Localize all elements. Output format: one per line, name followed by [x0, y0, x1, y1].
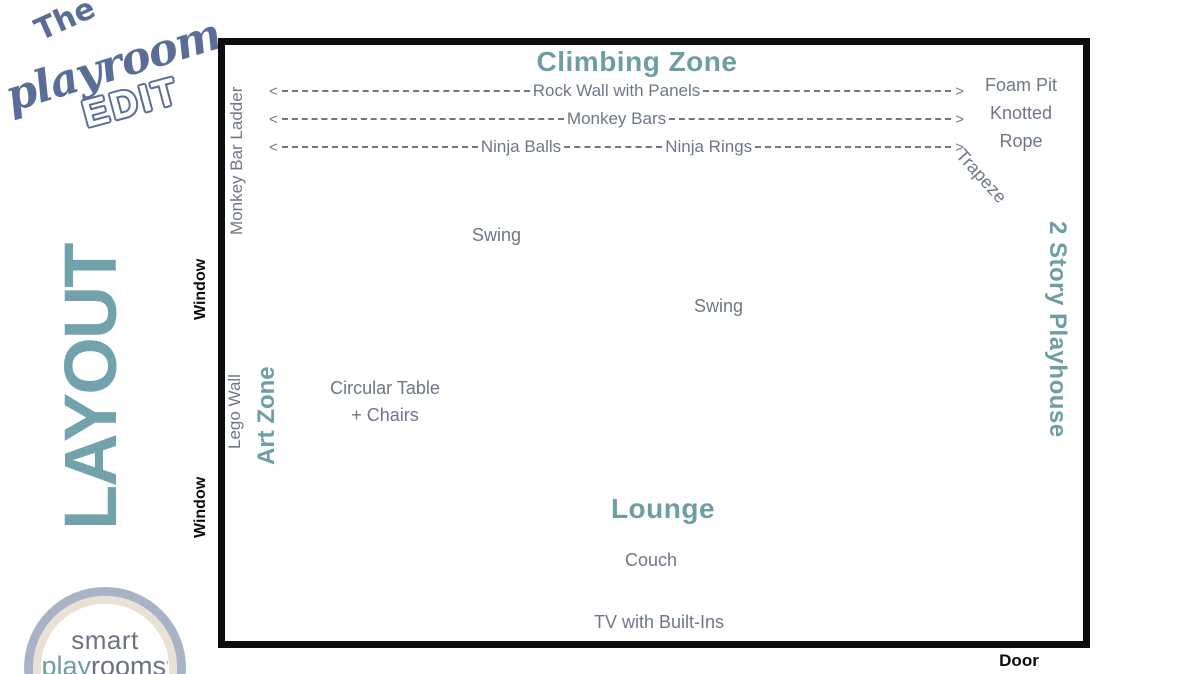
brand-logo-the: The — [29, 0, 101, 49]
dashed-line — [703, 90, 952, 92]
lounge-zone-title: Lounge — [610, 493, 716, 524]
window-label-top: Window — [192, 258, 209, 320]
arrow-line-label: Ninja Balls — [480, 137, 562, 156]
window-label-bottom: Window — [192, 476, 209, 538]
arrow-right-icon: > — [955, 138, 965, 156]
dashed-line — [755, 146, 952, 148]
brand-logo: The playroom EDIT — [0, 0, 230, 200]
logo-word-smart: smart — [71, 625, 139, 655]
lego-wall-label: Lego Wall — [225, 374, 244, 449]
page-title: LAYOUT — [49, 244, 132, 530]
arrow-line-label: Rock Wall with Panels — [532, 81, 701, 100]
tv-built-ins-label: TV with Built-Ins — [593, 612, 725, 632]
climbing-zone-right-labels: Foam Pit Knotted Rope — [973, 71, 1069, 155]
climbing-zone-arrow-lines: < Rock Wall with Panels > < Monkey Bars > < Nin… — [268, 77, 965, 161]
knotted-rope-label-line2: Rope — [999, 131, 1043, 151]
foam-pit-label: Foam Pit — [984, 75, 1058, 95]
dashed-line — [281, 118, 564, 120]
arrow-line-2: < Monkey Bars > — [268, 105, 965, 133]
arrow-line-label: Ninja Rings — [665, 137, 753, 156]
arrow-line-label: Monkey Bars — [566, 109, 667, 128]
arrow-line-1: < Rock Wall with Panels > — [268, 77, 965, 105]
logo-word-playrooms: playrooms' — [41, 651, 169, 674]
circular-table-label: Circular Table + Chairs — [285, 375, 485, 429]
door-label: Door — [999, 651, 1039, 670]
dashed-line — [564, 146, 663, 148]
room-outline: Climbing Zone < Rock Wall with Panels > < Mo… — [218, 38, 1090, 648]
arrow-right-icon: > — [955, 82, 965, 100]
dashed-line — [281, 90, 530, 92]
knotted-rope-label-line1: Knotted — [989, 103, 1053, 123]
art-zone-title: Art Zone — [253, 366, 280, 465]
smart-playrooms-wordmark: smart playrooms' — [24, 627, 186, 674]
monkey-bar-ladder-label: Monkey Bar Ladder — [227, 86, 246, 235]
smart-playrooms-logo: smart playrooms' — [24, 587, 186, 674]
couch-label: Couch — [624, 550, 678, 570]
arrow-right-icon: > — [955, 110, 965, 128]
swing-label-2: Swing — [694, 296, 744, 316]
arrow-left-icon: < — [269, 110, 278, 128]
swing-label-1: Swing — [472, 225, 522, 245]
circular-table-label-line2: + Chairs — [351, 405, 419, 425]
climbing-zone-title: Climbing Zone — [536, 46, 738, 77]
playhouse-title: 2 Story Playhouse — [1044, 221, 1071, 438]
arrow-left-icon: < — [269, 138, 278, 156]
dashed-line — [669, 118, 952, 120]
arrow-left-icon: < — [269, 82, 278, 100]
circular-table-label-line1: Circular Table — [330, 378, 440, 398]
arrow-line-3: < Ninja Balls Ninja Rings > — [268, 133, 965, 161]
dashed-line — [281, 146, 478, 148]
